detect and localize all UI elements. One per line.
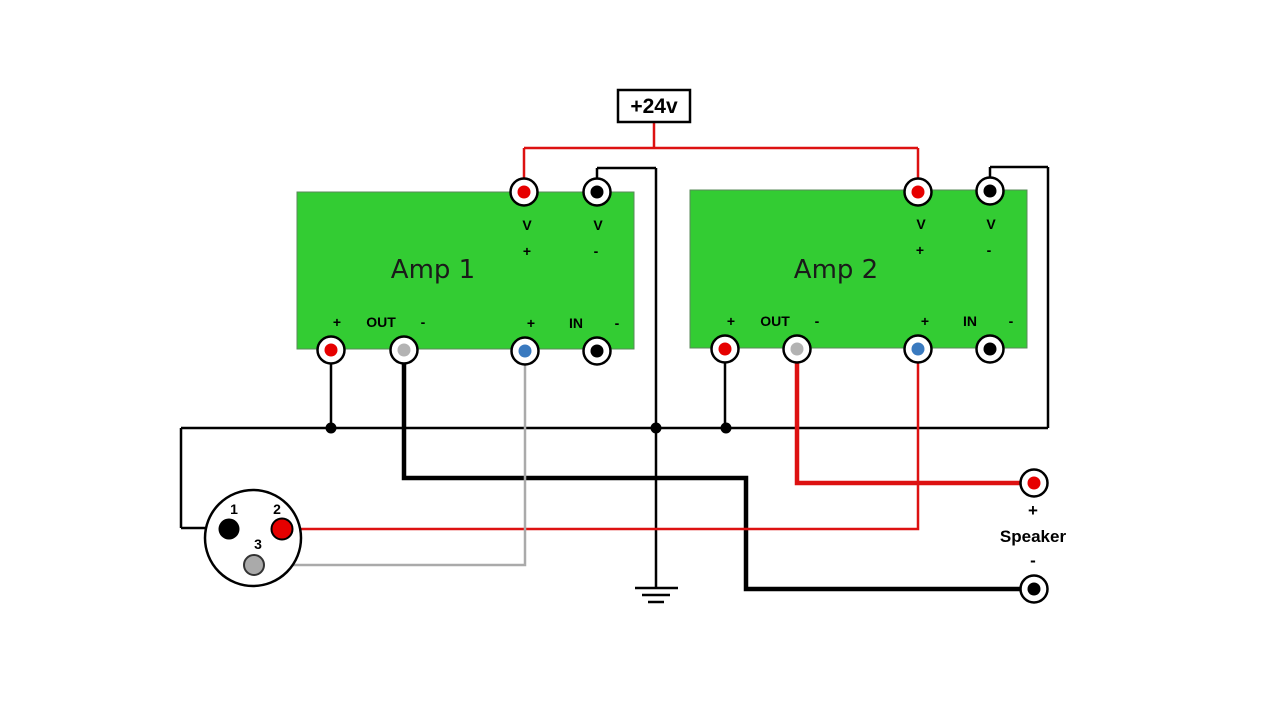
- junction-dot: [720, 422, 732, 434]
- supply-box: +24v: [616, 88, 692, 124]
- amp2-out-speaker-plus-wire: [794, 349, 1034, 486]
- amp-1-out-plus-label: +: [333, 314, 341, 330]
- amp-1-vplus-label-bottom: +: [523, 243, 531, 259]
- amp-1: Amp 1 V + V - + OUT - + IN -: [296, 191, 635, 350]
- amp-1-vminus-label-bottom: -: [594, 243, 599, 259]
- amp-1-out-label: OUT: [366, 314, 396, 330]
- amp-2-out-minus-label: -: [815, 313, 820, 329]
- xlr-pin1-label: 1: [230, 501, 238, 517]
- xlr-pin3-wire: [254, 350, 527, 567]
- junction-dot: [650, 422, 662, 434]
- amp-2-in-plus-label: +: [921, 313, 929, 329]
- xlr-connector: 1 2 3: [203, 488, 303, 588]
- amp-1-inplus-terminal: [510, 336, 540, 366]
- speaker-labels: + Speaker -: [1000, 501, 1067, 570]
- xlr-pin3-label: 3: [254, 536, 262, 552]
- amp-2-out-label: OUT: [760, 313, 790, 329]
- amp-2-in-label: IN: [963, 313, 977, 329]
- speaker-plus-label: +: [1028, 501, 1038, 520]
- amp-2-in-minus-label: -: [1009, 313, 1014, 329]
- speaker-plus-terminal: [1019, 468, 1049, 498]
- amp-1-inminus-terminal: [582, 336, 612, 366]
- xlr-pin2-label: 2: [273, 501, 281, 517]
- xlr-pin2: [270, 517, 294, 541]
- amp-2-outminus-terminal: [782, 334, 812, 364]
- amp-2-vminus-label-bottom: -: [987, 242, 992, 258]
- amp-1-outminus-terminal: [389, 335, 419, 365]
- amp-2: Amp 2 V + V - + OUT - + IN -: [689, 189, 1028, 349]
- amp-2-out-plus-label: +: [727, 313, 735, 329]
- amp-2-vplus-terminal: [903, 177, 933, 207]
- amp-2-vplus-label-bottom: +: [916, 242, 924, 258]
- amp-2-inminus-terminal: [975, 334, 1005, 364]
- amp-2-vminus-label-top: V: [986, 216, 996, 232]
- amp-2-inplus-terminal: [903, 334, 933, 364]
- amp-2-title: Amp 2: [794, 255, 878, 285]
- amp-1-vminus-terminal: [582, 177, 612, 207]
- amp-1-vminus-label-top: V: [593, 217, 603, 233]
- amp-2-vplus-label-top: V: [916, 216, 926, 232]
- junctions: [325, 422, 732, 434]
- speaker-minus-label: -: [1030, 551, 1036, 570]
- amp-1-outplus-terminal: [316, 335, 346, 365]
- supply-label: +24v: [630, 95, 678, 118]
- amp-1-in-plus-label: +: [527, 315, 535, 331]
- amp-2-vminus-terminal: [975, 176, 1005, 206]
- amp-1-in-minus-label: -: [615, 315, 620, 331]
- amp-2-outplus-terminal: [710, 334, 740, 364]
- xlr-pin2-wire: [282, 349, 920, 531]
- xlr-pin3: [243, 554, 265, 576]
- amp-1-title: Amp 1: [391, 255, 475, 285]
- xlr-body: [203, 488, 303, 588]
- speaker-minus-terminal: [1019, 574, 1049, 604]
- junction-dot: [325, 422, 337, 434]
- amp1-out-speaker-minus-wire: [401, 350, 1034, 592]
- amp-1-out-minus-label: -: [421, 314, 426, 330]
- speaker-label: Speaker: [1000, 527, 1067, 546]
- amp-1-vplus-label-top: V: [522, 217, 532, 233]
- terminals: [316, 176, 1049, 604]
- ground-symbol: [635, 586, 678, 604]
- amp-1-vplus-terminal: [509, 177, 539, 207]
- amp-1-in-label: IN: [569, 315, 583, 331]
- xlr-pin1: [218, 518, 240, 540]
